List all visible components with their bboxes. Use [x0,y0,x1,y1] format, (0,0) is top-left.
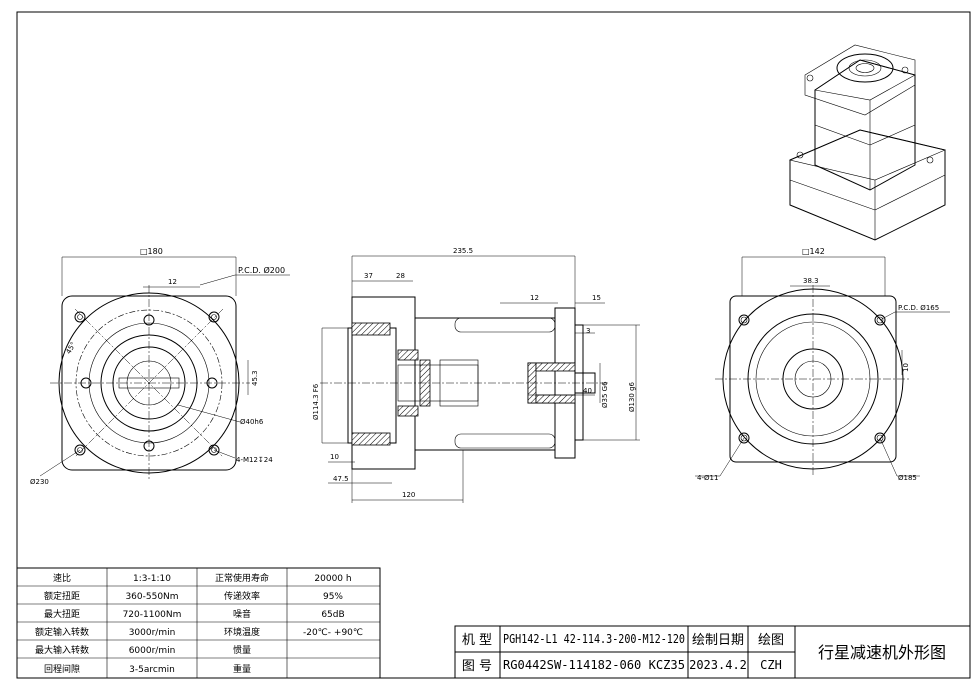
front-depth-dim: 45.3 [251,370,259,386]
rear-d10-dim: 10 [902,363,910,372]
side-section-view: 235.5 37 28 12 15 3 Ø114.3 F6 Ø35 G6 40 … [312,247,640,503]
side-shaft-dim: Ø35 G6 [601,381,609,408]
spec-r3-c0: 额定输入转数 [35,626,89,638]
date-value: 2023.4.2 [689,658,747,672]
side-d3-dim: 3 [586,327,590,335]
rear-d383-dim: 38.3 [803,277,819,285]
spec-r5-c1: 3-5arcmin [129,665,175,675]
front-view: □180 12 P.C.D. Ø200 45° 45.3 Ø40h6 4-M12… [30,247,290,486]
rear-outer-label: Ø185 [898,474,917,482]
date-label: 绘制日期 [692,633,744,648]
spec-r5-c0: 回程间隙 [44,663,80,675]
rear-view: □142 38.3 P.C.D. Ø165 10 4-Ø11 Ø185 [695,247,950,482]
side-d15-dim: 15 [592,294,601,302]
side-d40-dim: 40 [583,387,592,395]
drawing-no-label: 图 号 [462,659,492,674]
spec-r0-c1: 1:3-1:10 [133,574,171,584]
drawing-no-value: RG0442SW-114182-060 KCZ35 [503,658,685,672]
rear-square-dim: □142 [802,247,825,256]
spec-r5-c2: 重量 [233,663,251,675]
spec-r1-c0: 额定扭距 [44,590,80,602]
front-square-dim: □180 [140,247,163,256]
side-d120-dim: 120 [402,491,415,499]
drafter-value: CZH [760,658,782,672]
model-value: PGH142-L1 42-114.3-200-M12-120 [503,632,685,646]
side-d47-dim: 47.5 [333,475,349,483]
side-pilot-dim: Ø114.3 F6 [312,383,320,420]
spec-r0-c2: 正常使用寿命 [215,572,269,584]
spec-r0-c0: 速比 [53,572,71,584]
front-bore-label: Ø40h6 [240,418,264,426]
rear-pcd-label: P.C.D. Ø165 [898,304,939,312]
side-d10-dim: 10 [330,453,339,461]
front-angle-label: 45° [65,341,78,356]
spec-r2-c2: 噪音 [233,608,251,620]
spec-r4-c1: 6000r/min [129,646,176,656]
spec-r3-c1: 3000r/min [129,628,176,638]
title-block: 机 型 PGH142-L1 42-114.3-200-M12-120 图 号 R… [454,625,971,679]
spec-r1-c2: 传递效率 [224,590,260,602]
rear-holes-label: 4-Ø11 [697,474,718,482]
side-d37-dim: 37 [364,272,373,280]
front-tapped-label: 4-M12↧24 [236,456,273,464]
spec-r1-c1: 360-550Nm [125,592,178,602]
side-flange-dim: Ø130 g6 [628,381,636,412]
spec-r3-c2: 环境温度 [224,626,260,638]
spec-r4-c0: 最大输入转数 [35,644,89,656]
front-pcd-label: P.C.D. Ø200 [238,265,285,275]
front-outer-label: Ø230 [30,478,49,486]
spec-r2-c3: 65dB [321,610,344,620]
spec-r1-c3: 95% [323,592,343,602]
spec-r4-c2: 惯量 [233,644,251,656]
spec-r0-c3: 20000 h [314,574,351,584]
spec-r2-c0: 最大扭距 [44,608,80,620]
side-length-dim: 235.5 [453,247,473,255]
drawing-title: 行星减速机外形图 [818,643,946,662]
model-label: 机 型 [462,633,492,648]
front-key-dim: 12 [168,278,177,286]
side-d12-dim: 12 [530,294,539,302]
spec-table: 速比 1:3-1:10 正常使用寿命 20000 h 额定扭距 360-550N… [16,567,381,679]
spec-r2-c1: 720-1100Nm [123,610,182,620]
side-d28-dim: 28 [396,272,405,280]
isometric-view [789,44,946,241]
drafter-label: 绘图 [758,633,784,648]
spec-r3-c3: -20℃- +90℃ [303,628,363,638]
